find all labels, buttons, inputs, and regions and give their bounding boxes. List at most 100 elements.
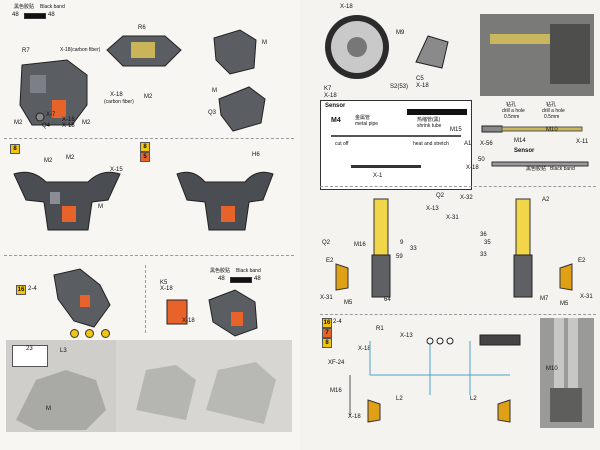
label-xf24: XF-24	[328, 360, 345, 366]
drill1-size: 0.5mm	[504, 114, 520, 120]
label-35: 35	[484, 240, 491, 246]
step-marker-r7: 7	[322, 328, 332, 338]
sensor-title: Sensor	[325, 103, 346, 109]
label-e2-b: E2	[578, 258, 586, 264]
label-k5: K5	[160, 280, 168, 286]
label-e2-a: E2	[326, 258, 334, 264]
label-h6: H6	[252, 152, 260, 158]
step-marker-r16: 16	[322, 318, 332, 328]
label-x18-f: X-18	[348, 414, 361, 420]
label-l3: L3	[60, 348, 67, 354]
label-q2-a: Q2	[436, 193, 445, 199]
label-shrink-tube: shrink tube	[417, 123, 442, 129]
label-m10-b: M10	[546, 366, 558, 372]
label-m7: M7	[540, 296, 549, 302]
sensor2-title: Sensor	[514, 148, 535, 154]
caliper-bottom-left	[367, 399, 381, 423]
label-m2-a: M2	[14, 120, 23, 126]
label-x1: X-1	[373, 173, 383, 179]
assembly-1-drawing	[19, 59, 88, 126]
band2-num-left: 48	[218, 276, 225, 282]
assembly-4-drawing	[53, 268, 111, 328]
ziplock-bag	[12, 345, 48, 367]
band2-num-right: 48	[254, 276, 261, 282]
label-x18-top: X-18	[340, 4, 353, 10]
label-l2-a: L2	[396, 396, 403, 402]
label-a1: A1	[464, 141, 472, 147]
brake-disc-drawing	[325, 15, 389, 79]
label-x31-c: X-31	[580, 294, 593, 300]
dash-assembly-left-drawing	[13, 171, 121, 231]
drill2-en: drill a hole	[542, 108, 565, 114]
drill2-cn: 钻孔	[546, 102, 557, 108]
drill1-cn: 钻孔	[506, 102, 517, 108]
label-x56: X-56	[480, 141, 493, 147]
label-33-b: 33	[480, 252, 487, 258]
label-m2-b: M2	[82, 120, 91, 126]
band2-en: Black band	[236, 268, 261, 274]
r6-panel-drawing	[106, 35, 182, 67]
right-instruction-page: X-18 M9 K7 X-18 S2(53) C5 X-18 Sensor M4…	[300, 0, 600, 450]
label-k7: K7	[324, 86, 332, 92]
label-carbon-fiber: (carbon fiber)	[104, 99, 134, 105]
label-33: 33	[410, 246, 417, 252]
step-marker-r16-range: 2-4	[333, 319, 342, 325]
step-marker-8b: 8	[140, 142, 150, 152]
label-x18-a: X-18	[62, 123, 75, 129]
label-metal-pipe: metal pipe	[355, 121, 379, 127]
label-x18-carbon: X-18(carbon fiber)	[60, 47, 101, 53]
divider-r2	[320, 314, 596, 315]
divider-v	[145, 265, 146, 333]
label-x18-c-r: X-18	[416, 83, 429, 89]
label-m-top: M	[262, 40, 267, 46]
label-m2-d: M2	[44, 158, 53, 164]
fork-top-photo	[480, 14, 594, 96]
fork-bottom-photo	[540, 318, 594, 428]
label-r1: R1	[376, 326, 384, 332]
label-cut-off: cut off	[335, 141, 349, 147]
label-x18-c: X-18	[182, 318, 195, 324]
sensor-rod-line	[351, 165, 421, 168]
assembly-5-drawing	[208, 289, 258, 337]
label-m10: M10	[546, 127, 558, 133]
label-x18-carbon2: X-18	[110, 92, 123, 98]
band-r-en: Black band	[550, 166, 575, 172]
label-m-dash: M	[98, 204, 103, 210]
label-x31-a: X-31	[446, 215, 459, 221]
label-m14: M14	[514, 138, 526, 144]
label-m16-b: M16	[330, 388, 342, 394]
label-x31-b: X-31	[320, 295, 333, 301]
red-bracket-drawing	[166, 299, 188, 325]
assembly-2-drawing	[213, 29, 257, 75]
label-l2-b: L2	[470, 396, 477, 402]
label-q3: Q3	[208, 110, 217, 116]
step-marker-16-range: 2-4	[28, 286, 37, 292]
label-q2-b: Q2	[322, 240, 331, 246]
label-x13: X-13	[426, 206, 439, 212]
sensor-detail-box: Sensor M4 金属管 metal pipe 热缩管(黑) shrink t…	[320, 100, 472, 190]
label-x32: X-32	[460, 195, 473, 201]
label-shrink-cn: 热缩管(黑)	[417, 117, 441, 123]
label-m9: M9	[396, 30, 405, 36]
label-m5-b: M5	[560, 301, 569, 307]
caliper-bracket-drawing	[415, 35, 449, 69]
label-36: 36	[480, 232, 487, 238]
sensor-rod-2-drawing	[491, 161, 589, 167]
shrink-tube-bar	[407, 109, 467, 115]
metal-pipe-line	[331, 135, 461, 137]
label-s2: S2(53)	[390, 84, 409, 90]
band-label-en: Black band	[40, 4, 65, 10]
step-marker-8: 8	[10, 144, 20, 154]
photo-strip: 23 L3 M	[6, 340, 292, 432]
label-x16: X-16	[62, 117, 75, 123]
black-band-strip-2	[230, 277, 252, 283]
label-9: 9	[400, 240, 404, 246]
label-m-photo: M	[46, 406, 51, 412]
step-marker-5: 5	[140, 152, 150, 162]
label-metal-cn: 金属管	[355, 115, 371, 121]
band-num-left: 48	[12, 12, 19, 18]
divider-2	[4, 255, 294, 256]
label-x15: X-15	[110, 167, 123, 173]
band2-cn: 黑色胶贴	[210, 268, 231, 274]
label-23: 23	[26, 346, 33, 352]
